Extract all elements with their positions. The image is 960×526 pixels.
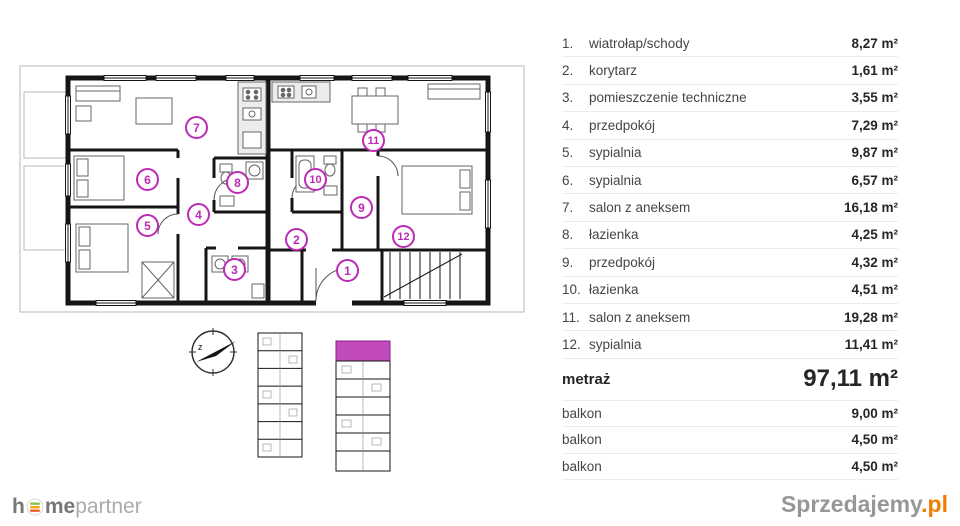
room-label: salon z aneksem — [589, 200, 691, 216]
balcony-row: balkon 9,00 m² — [562, 401, 898, 428]
room-row: 4przedpokój 7,29 m² — [562, 112, 898, 140]
logo-prefix: h — [12, 495, 25, 518]
compass-label: z — [198, 342, 203, 352]
total-area-value: 97,11 m² — [803, 365, 898, 393]
room-marker-4: 4 — [187, 203, 210, 226]
room-area: 4,32 m² — [851, 254, 898, 270]
room-row: 12sypialnia 11,41 m² — [562, 331, 898, 359]
room-number: 9 — [562, 255, 589, 270]
room-area: 8,27 m² — [851, 35, 898, 51]
balcony-label: balkon — [562, 432, 602, 448]
room-area: 6,57 m² — [851, 172, 898, 188]
balcony-label: balkon — [562, 405, 602, 421]
watermark-tld: .pl — [921, 491, 948, 517]
furniture — [73, 81, 481, 299]
balcony-area: 4,50 m² — [851, 458, 898, 474]
room-marker-3: 3 — [223, 258, 246, 281]
watermark-name: Sprzedajemy — [780, 491, 922, 517]
room-number: 6 — [562, 173, 589, 188]
balcony-area: 4,50 m² — [851, 432, 898, 448]
room-area: 4,25 m² — [851, 227, 898, 243]
room-area: 16,18 m² — [843, 200, 898, 216]
highlighted-unit — [335, 340, 391, 362]
room-label: pomieszczenie techniczne — [589, 90, 747, 106]
room-label: sypialnia — [589, 172, 642, 188]
room-list-panel: 1wiatrołap/schody 8,27 m² 2korytarz 1,61 m… — [562, 30, 898, 481]
room-label: przedpokój — [589, 254, 656, 270]
room-marker-12: 12 — [392, 225, 415, 248]
balcony-label: balkon — [562, 458, 602, 474]
room-number: 2 — [562, 63, 589, 78]
room-marker-2: 2 — [285, 228, 308, 251]
room-number: 12 — [562, 337, 589, 352]
room-marker-8: 8 — [226, 171, 249, 194]
room-marker-9: 9 — [350, 196, 373, 219]
stairs — [383, 252, 463, 299]
compass-icon: z — [189, 328, 237, 376]
room-row: 11salon z aneksem 19,28 m² — [562, 304, 898, 332]
balcony-row: balkon 4,50 m² — [562, 454, 898, 481]
room-row: 8łazienka 4,25 m² — [562, 222, 898, 250]
logo-suffix: partner — [75, 495, 142, 518]
room-label: salon z aneksem — [589, 309, 691, 325]
room-row: 9przedpokój 4,32 m² — [562, 249, 898, 277]
homepartner-o-icon — [26, 498, 44, 515]
room-area: 3,55 m² — [851, 90, 898, 106]
room-number: 7 — [562, 200, 589, 215]
room-row: 7salon z aneksem 16,18 m² — [562, 194, 898, 222]
room-label: sypialnia — [589, 145, 642, 161]
room-row: 3pomieszczenie techniczne 3,55 m² — [562, 85, 898, 113]
watermark: Sprzedajemy.pl — [781, 491, 948, 518]
room-number: 1 — [562, 36, 589, 51]
total-area-label: metraż — [562, 370, 611, 388]
room-area: 4,51 m² — [851, 282, 898, 298]
room-row: 2korytarz 1,61 m² — [562, 57, 898, 85]
room-marker-7: 7 — [185, 116, 208, 139]
room-number: 10 — [562, 282, 589, 297]
room-marker-10: 10 — [304, 168, 327, 191]
room-row: 10łazienka 4,51 m² — [562, 277, 898, 304]
room-label: przedpokój — [589, 117, 656, 133]
room-label: wiatrołap/schody — [589, 35, 690, 51]
room-number: 5 — [562, 145, 589, 160]
room-area: 9,87 m² — [851, 145, 898, 161]
balcony-row: balkon 4,50 m² — [562, 427, 898, 454]
windows — [64, 74, 492, 307]
room-area: 1,61 m² — [851, 63, 898, 79]
room-number: 8 — [562, 227, 589, 242]
balcony-area: 9,00 m² — [851, 405, 898, 421]
logo-middle: me — [44, 495, 76, 518]
building-stack-right — [335, 340, 391, 472]
room-marker-6: 6 — [136, 168, 159, 191]
room-number: 11 — [562, 310, 589, 325]
room-area: 19,28 m² — [843, 309, 898, 325]
room-label: łazienka — [589, 282, 639, 298]
room-row: 1wiatrołap/schody 8,27 m² — [562, 30, 898, 58]
room-row: 6sypialnia 6,57 m² — [562, 167, 898, 195]
room-label: sypialnia — [589, 336, 642, 352]
room-number: 3 — [562, 90, 589, 105]
room-label: korytarz — [589, 63, 638, 79]
room-marker-11: 11 — [362, 129, 385, 152]
building-stack-left — [257, 332, 303, 458]
room-area: 7,29 m² — [851, 117, 898, 133]
room-area: 11,41 m² — [844, 336, 898, 352]
total-area-row: metraż 97,11 m² — [562, 359, 898, 401]
room-marker-1: 1 — [336, 259, 359, 282]
homepartner-logo: h me partner — [12, 496, 142, 517]
room-label: łazienka — [589, 227, 639, 243]
room-number: 4 — [562, 118, 589, 133]
door-openings — [175, 147, 381, 308]
room-marker-5: 5 — [136, 214, 159, 237]
room-row: 5sypialnia 9,87 m² — [562, 140, 898, 167]
